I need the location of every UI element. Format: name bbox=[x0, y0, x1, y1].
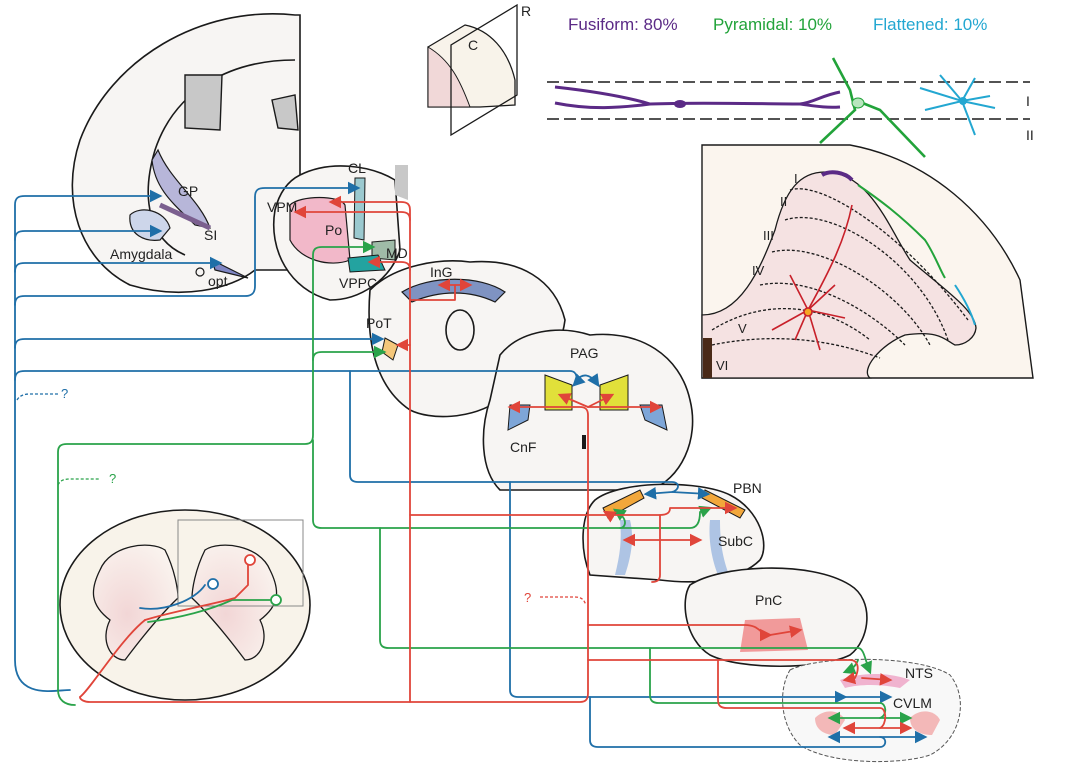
label-md: MD bbox=[386, 245, 408, 261]
label-opt: opt bbox=[208, 273, 228, 289]
blue-uncertain-branch bbox=[16, 393, 58, 401]
pyramidal-neuron bbox=[819, 57, 926, 158]
label-amygdala: Amygdala bbox=[110, 246, 172, 262]
label-si: SI bbox=[204, 227, 217, 243]
layer-strip bbox=[547, 57, 1030, 158]
zoom-box bbox=[177, 519, 304, 607]
green-question-mark: ? bbox=[109, 471, 116, 486]
label-po: Po bbox=[325, 222, 342, 238]
label-vppc: VPPC bbox=[339, 275, 377, 291]
gp-region bbox=[151, 148, 211, 229]
strip-label-layer-2: II bbox=[1026, 127, 1034, 143]
label-vpm: VPM bbox=[267, 199, 297, 215]
lamina-inset bbox=[701, 144, 1034, 379]
flattened-neuron bbox=[919, 74, 996, 136]
fusiform-neuron bbox=[554, 85, 841, 110]
forebrain-section bbox=[71, 13, 301, 294]
label-cl: CL bbox=[348, 160, 366, 176]
lamina-red-neuron bbox=[771, 204, 853, 351]
si-region bbox=[158, 202, 212, 231]
spinal-cord-section bbox=[59, 509, 311, 701]
label-subc: SubC bbox=[718, 533, 753, 549]
legend-flattened: Flattened: 10% bbox=[873, 15, 987, 34]
label-rostral: R bbox=[521, 3, 531, 19]
green-pathway bbox=[57, 240, 913, 725]
orientation-block bbox=[427, 3, 518, 137]
pnc-section bbox=[684, 567, 868, 667]
blue-question-mark: ? bbox=[61, 386, 68, 401]
vppc-region bbox=[347, 254, 386, 273]
strip-label-layer-1: I bbox=[1026, 93, 1030, 109]
label-nts: NTS bbox=[905, 665, 933, 681]
label-pnc: PnC bbox=[755, 592, 782, 608]
label-ing: InG bbox=[430, 264, 453, 280]
red-pathway bbox=[79, 195, 913, 735]
label-coronal: C bbox=[468, 37, 478, 53]
label-gp: GP bbox=[178, 183, 198, 199]
legend-fusiform: Fusiform: 80% bbox=[568, 15, 678, 34]
ing-region bbox=[401, 278, 506, 303]
blue-pathway bbox=[14, 181, 928, 748]
lamina-label-3: III bbox=[763, 228, 774, 243]
red-question-mark: ? bbox=[524, 590, 531, 605]
label-pag: PAG bbox=[570, 345, 599, 361]
legend-pyramidal: Pyramidal: 10% bbox=[713, 15, 832, 34]
lamina-label-1: I bbox=[794, 171, 798, 186]
lamina-label-2: II bbox=[780, 194, 787, 209]
label-cnf: CnF bbox=[510, 439, 536, 455]
green-uncertain-branch bbox=[57, 478, 100, 486]
lamina-label-6: VI bbox=[716, 358, 728, 373]
label-cvlm: CVLM bbox=[893, 695, 932, 711]
label-pbn: PBN bbox=[733, 480, 762, 496]
cvlm-region-right bbox=[910, 711, 940, 735]
red-uncertain-branch bbox=[540, 596, 587, 606]
label-pot: PoT bbox=[366, 315, 392, 331]
lamina-label-5: V bbox=[738, 321, 747, 336]
lamina-label-4: IV bbox=[752, 263, 765, 278]
